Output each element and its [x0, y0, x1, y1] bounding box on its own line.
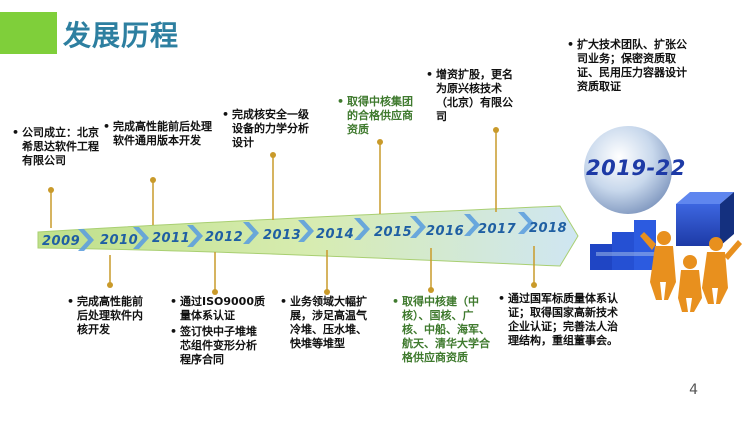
note-2018-text: 通过国军标质量体系认证；取得国家高新技术企业认证；完善法人治理结构，重组董事会。 — [508, 292, 618, 347]
note-2014: •业务领域大幅扩展，涉足高温气冷堆、压水堆、快堆等堆型 — [280, 295, 367, 350]
note-2009: •公司成立：北京希思达软件工程有限公司 — [12, 126, 99, 167]
note-2015: •取得中核集团的合格供应商资质 — [337, 95, 413, 136]
year-2012: 2012 — [205, 230, 244, 245]
growth-steps — [590, 220, 666, 270]
year-connectors — [50, 130, 535, 292]
note-2011: •完成高性能前后处理软件通用版本开发 — [103, 120, 212, 147]
note-2009-text: 公司成立：北京希思达软件工程有限公司 — [22, 126, 99, 167]
note-2019-text: 扩大技术团队、扩张公司业务；保密资质取证、民用压力容器设计资质取证 — [577, 38, 687, 93]
year-2011: 2011 — [152, 231, 191, 246]
note-2010: •完成高性能前后处理软件内核开发 — [67, 295, 143, 336]
note-2017: •增资扩股，更名为原兴核技术（北京）有限公司 — [426, 68, 513, 123]
note-2011-text: 完成高性能前后处理软件通用版本开发 — [113, 120, 212, 147]
note-2019: •扩大技术团队、扩张公司业务；保密资质取证、民用压力容器设计资质取证 — [567, 38, 687, 93]
note-2015-text: 取得中核集团的合格供应商资质 — [347, 95, 413, 136]
note-2010-text: 完成高性能前后处理软件内核开发 — [77, 295, 143, 336]
blue-cube — [676, 192, 734, 246]
timeline-chevrons — [78, 212, 534, 251]
note-2016-text: 取得中核建（中核）、国核、广核、中船、海军、航天、清华大学合格供应商资质 — [402, 295, 490, 364]
note-2012: •通过ISO9000质量体系认证 •签订快中子堆堆芯组件变形分析程序合同 — [170, 295, 265, 366]
people-figures — [640, 231, 742, 312]
page-number: 4 — [689, 382, 698, 398]
badge-text: 2019-22 — [586, 156, 686, 180]
year-2013: 2013 — [263, 228, 302, 243]
note-2014-text: 业务领域大幅扩展，涉足高温气冷堆、压水堆、快堆等堆型 — [290, 295, 367, 350]
year-2017: 2017 — [478, 222, 517, 237]
note-2018: •通过国军标质量体系认证；取得国家高新技术企业认证；完善法人治理结构，重组董事会… — [498, 292, 618, 347]
note-2012-text-b: 签订快中子堆堆芯组件变形分析程序合同 — [180, 325, 257, 366]
note-2016: •取得中核建（中核）、国核、广核、中船、海军、航天、清华大学合格供应商资质 — [392, 295, 490, 364]
note-2012-text-a: 通过ISO9000质量体系认证 — [180, 295, 265, 322]
year-2016: 2016 — [426, 224, 465, 239]
year-2018: 2018 — [529, 221, 568, 236]
year-2010: 2010 — [100, 233, 139, 248]
note-2013: •完成核安全一级设备的力学分析设计 — [222, 108, 309, 149]
year-connector-dots — [48, 127, 537, 295]
badge-sphere — [584, 126, 672, 214]
year-2015: 2015 — [374, 225, 413, 240]
year-2009: 2009 — [42, 234, 81, 249]
page-title: 发展历程 — [63, 19, 180, 52]
title-accent-bar — [0, 12, 57, 54]
note-2013-text: 完成核安全一级设备的力学分析设计 — [232, 108, 309, 149]
year-2014: 2014 — [316, 227, 355, 242]
note-2017-text: 增资扩股，更名为原兴核技术（北京）有限公司 — [436, 68, 513, 123]
